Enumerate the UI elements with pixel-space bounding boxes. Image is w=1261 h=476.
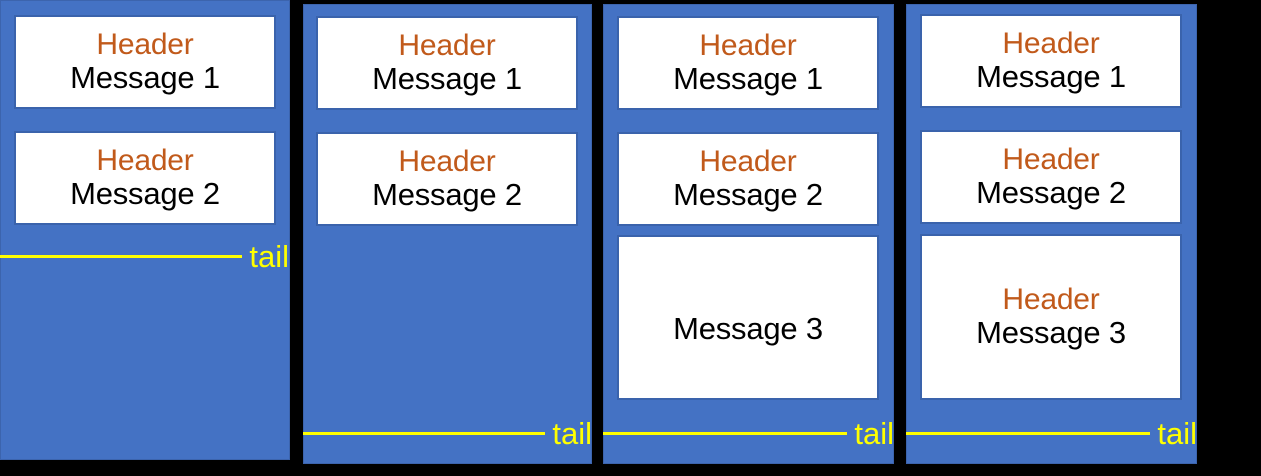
message-header: Header — [96, 28, 194, 62]
message-header: Header — [699, 29, 797, 63]
message-box[interactable]: Header Message 2 — [14, 131, 276, 225]
tail-line — [303, 431, 546, 435]
tail-marker: tail — [0, 239, 289, 273]
message-header: Header — [1002, 283, 1100, 317]
message-body: Message 2 — [372, 176, 522, 212]
message-header: Header — [1002, 27, 1100, 61]
message-body: Message 2 — [976, 174, 1126, 210]
tail-line — [906, 431, 1151, 435]
message-body: Message 2 — [70, 175, 220, 211]
message-body: Message 1 — [70, 59, 220, 95]
message-header: Header — [398, 145, 496, 179]
message-header: Header — [1002, 143, 1100, 177]
panel-2: Header Message 1 Header Message 2 tail — [303, 4, 592, 464]
tail-label: tail — [249, 238, 289, 274]
message-box[interactable]: Header Message 1 — [617, 16, 879, 110]
message-header: Header — [96, 144, 194, 178]
message-box[interactable]: Header Message 3 — [920, 234, 1182, 400]
message-header: Header — [398, 29, 496, 63]
tail-label: tail — [854, 415, 894, 451]
message-body: Message 1 — [976, 58, 1126, 94]
tail-label: tail — [1157, 415, 1197, 451]
panel-3: Header Message 1 Header Message 2 Messag… — [603, 4, 894, 464]
tail-line — [0, 254, 243, 258]
message-box[interactable]: Header Message 1 — [316, 16, 578, 110]
tail-label: tail — [552, 415, 592, 451]
message-body: Message 3 — [673, 310, 823, 346]
message-box[interactable]: Header Message 2 — [920, 130, 1182, 224]
message-box[interactable]: Message 3 — [617, 235, 879, 400]
panel-1: Header Message 1 Header Message 2 tail — [0, 0, 290, 460]
message-box[interactable]: Header Message 1 — [14, 15, 276, 109]
tail-marker: tail — [906, 416, 1197, 450]
message-body: Message 2 — [673, 176, 823, 212]
message-box[interactable]: Header Message 2 — [316, 132, 578, 226]
tail-marker: tail — [603, 416, 894, 450]
panel-4: Header Message 1 Header Message 2 Header… — [906, 4, 1197, 464]
tail-marker: tail — [303, 416, 592, 450]
message-header: Header — [699, 145, 797, 179]
message-body: Message 1 — [673, 60, 823, 96]
message-body: Message 1 — [372, 60, 522, 96]
message-box[interactable]: Header Message 1 — [920, 14, 1182, 108]
message-box[interactable]: Header Message 2 — [617, 132, 879, 226]
message-body: Message 3 — [976, 314, 1126, 350]
tail-line — [603, 431, 848, 435]
